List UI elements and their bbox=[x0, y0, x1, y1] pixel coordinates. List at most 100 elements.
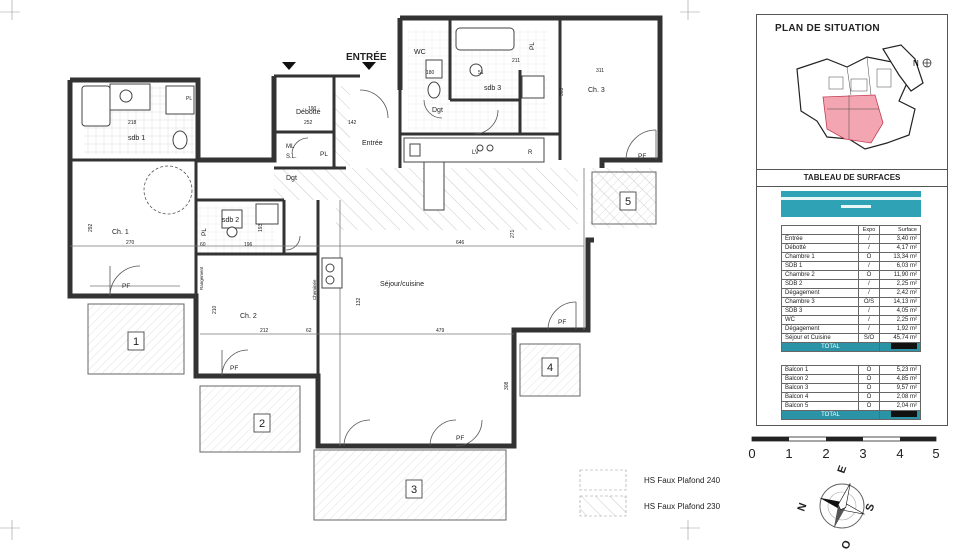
cell-surface: 11,90 m² bbox=[879, 270, 921, 280]
cell-expo: O bbox=[858, 252, 880, 262]
cell-surface: 2,25 m² bbox=[879, 279, 921, 289]
cell-name: SDB 1 bbox=[781, 261, 859, 271]
surfaces-title: TABLEAU DE SURFACES bbox=[803, 173, 901, 182]
col-surface: Surface bbox=[879, 225, 921, 235]
room-wc: WC bbox=[414, 49, 426, 56]
cell-surface: 4,05 m² bbox=[879, 306, 921, 316]
table-row: SDB 1/6,03 m² bbox=[781, 261, 921, 271]
tag-pf-ch3: PF bbox=[638, 153, 646, 160]
dim-132: 132 bbox=[356, 297, 362, 306]
dim-363: 363 bbox=[559, 87, 565, 96]
cell-expo: O bbox=[858, 365, 880, 375]
dim-51: 51 bbox=[478, 70, 484, 76]
dim-252: 252 bbox=[304, 120, 313, 126]
scale-tick-4: 4 bbox=[896, 446, 903, 461]
sanitary-fixtures bbox=[81, 27, 545, 238]
total-row: TOTAL bbox=[781, 410, 921, 420]
cell-surface: 2,08 m² bbox=[879, 392, 921, 402]
balcony-1-number: 1 bbox=[133, 336, 139, 348]
cell-expo: O bbox=[858, 392, 880, 402]
room-sdb1: sdb 1 bbox=[128, 135, 145, 142]
balcony-4-number: 4 bbox=[547, 362, 553, 374]
dim-292: 292 bbox=[88, 223, 94, 232]
crop-marks bbox=[0, 0, 700, 540]
scale-tick-0: 0 bbox=[748, 446, 755, 461]
scale-tick-1: 1 bbox=[785, 446, 792, 461]
cell-name: Chambre 1 bbox=[781, 252, 859, 262]
cell-name: Dégagement bbox=[781, 288, 859, 298]
dim-646: 646 bbox=[456, 240, 465, 246]
table-row: Dégagement/2,42 m² bbox=[781, 288, 921, 298]
room-ch2: Ch. 2 bbox=[240, 313, 257, 320]
cell-expo: / bbox=[858, 315, 880, 325]
cell-surface: 2,04 m² bbox=[879, 401, 921, 411]
tag-pf-ch2: PF bbox=[230, 365, 238, 372]
cell-expo: O bbox=[858, 401, 880, 411]
room-sejour: Séjour/cuisine bbox=[380, 281, 424, 288]
dim-311: 311 bbox=[596, 68, 604, 74]
room-rangement: Rangement bbox=[199, 266, 204, 290]
cell-expo: O bbox=[858, 270, 880, 280]
table-row: Entrée/3,40 m² bbox=[781, 234, 921, 244]
room-sdb2: sdb 2 bbox=[222, 217, 239, 224]
scale-tick-2: 2 bbox=[822, 446, 829, 461]
dim-212: 212 bbox=[260, 328, 269, 334]
cell-name: SDB 3 bbox=[781, 306, 859, 316]
dim-142: 142 bbox=[348, 120, 357, 126]
cell-name: Balcon 3 bbox=[781, 383, 859, 393]
cell-name: Chambre 2 bbox=[781, 270, 859, 280]
compass-rose: N E S O bbox=[796, 464, 878, 551]
cell-name: SDB 2 bbox=[781, 279, 859, 289]
kitchen-counter bbox=[321, 137, 545, 289]
cell-expo: S/O bbox=[858, 333, 880, 343]
cell-surface: 13,34 m² bbox=[879, 252, 921, 262]
dim-210: 210 bbox=[212, 305, 218, 314]
table-row: WC/2,25 m² bbox=[781, 315, 921, 325]
table-row: Débotté/4,17 m² bbox=[781, 243, 921, 253]
table-row: SDB 3/4,05 m² bbox=[781, 306, 921, 316]
room-r: R bbox=[528, 150, 533, 156]
north-label: N bbox=[913, 59, 919, 68]
total-value-redacted bbox=[879, 342, 921, 352]
cell-name: Balcon 5 bbox=[781, 401, 859, 411]
entrance-label: ENTRÉE bbox=[346, 50, 387, 63]
room-cheminee: Cheminée bbox=[312, 279, 317, 300]
room-sl: S.L. bbox=[286, 154, 297, 160]
tag-pf-ch1: PF bbox=[122, 283, 130, 290]
cell-expo: / bbox=[858, 324, 880, 334]
room-entree: Entrée bbox=[362, 140, 383, 147]
compass-e: E bbox=[836, 464, 850, 475]
cell-surface: 4,17 m² bbox=[879, 243, 921, 253]
dim-211: 211 bbox=[512, 58, 520, 64]
balcony-2-number: 2 bbox=[259, 418, 265, 430]
cell-surface: 1,92 m² bbox=[879, 324, 921, 334]
balcony-2 bbox=[199, 385, 301, 453]
table-row: SDB 2/2,25 m² bbox=[781, 279, 921, 289]
situation-title: PLAN DE SITUATION bbox=[775, 23, 880, 34]
legend-fp240: HS Faux Plafond 240 bbox=[644, 476, 721, 485]
situation-map: N bbox=[796, 44, 932, 150]
room-dgt-2: Dgt bbox=[432, 107, 443, 114]
dim-196: 196 bbox=[244, 242, 253, 248]
compass-n: N bbox=[796, 501, 810, 513]
cell-surface: 9,57 m² bbox=[879, 383, 921, 393]
cell-expo: / bbox=[858, 306, 880, 316]
tag-pl-sdb1: PL bbox=[186, 96, 192, 102]
dim-271: 271 bbox=[510, 229, 516, 238]
cell-name: Entrée bbox=[781, 234, 859, 244]
cell-surface: 45,74 m² bbox=[879, 333, 921, 343]
balcony-5 bbox=[591, 171, 657, 225]
tag-pl-ch1: PL bbox=[201, 228, 208, 236]
hatch-zone-entree bbox=[334, 86, 350, 168]
balcony-5-number: 5 bbox=[625, 196, 631, 208]
scale-tick-5: 5 bbox=[932, 446, 939, 461]
cell-name: Balcon 2 bbox=[781, 374, 859, 384]
